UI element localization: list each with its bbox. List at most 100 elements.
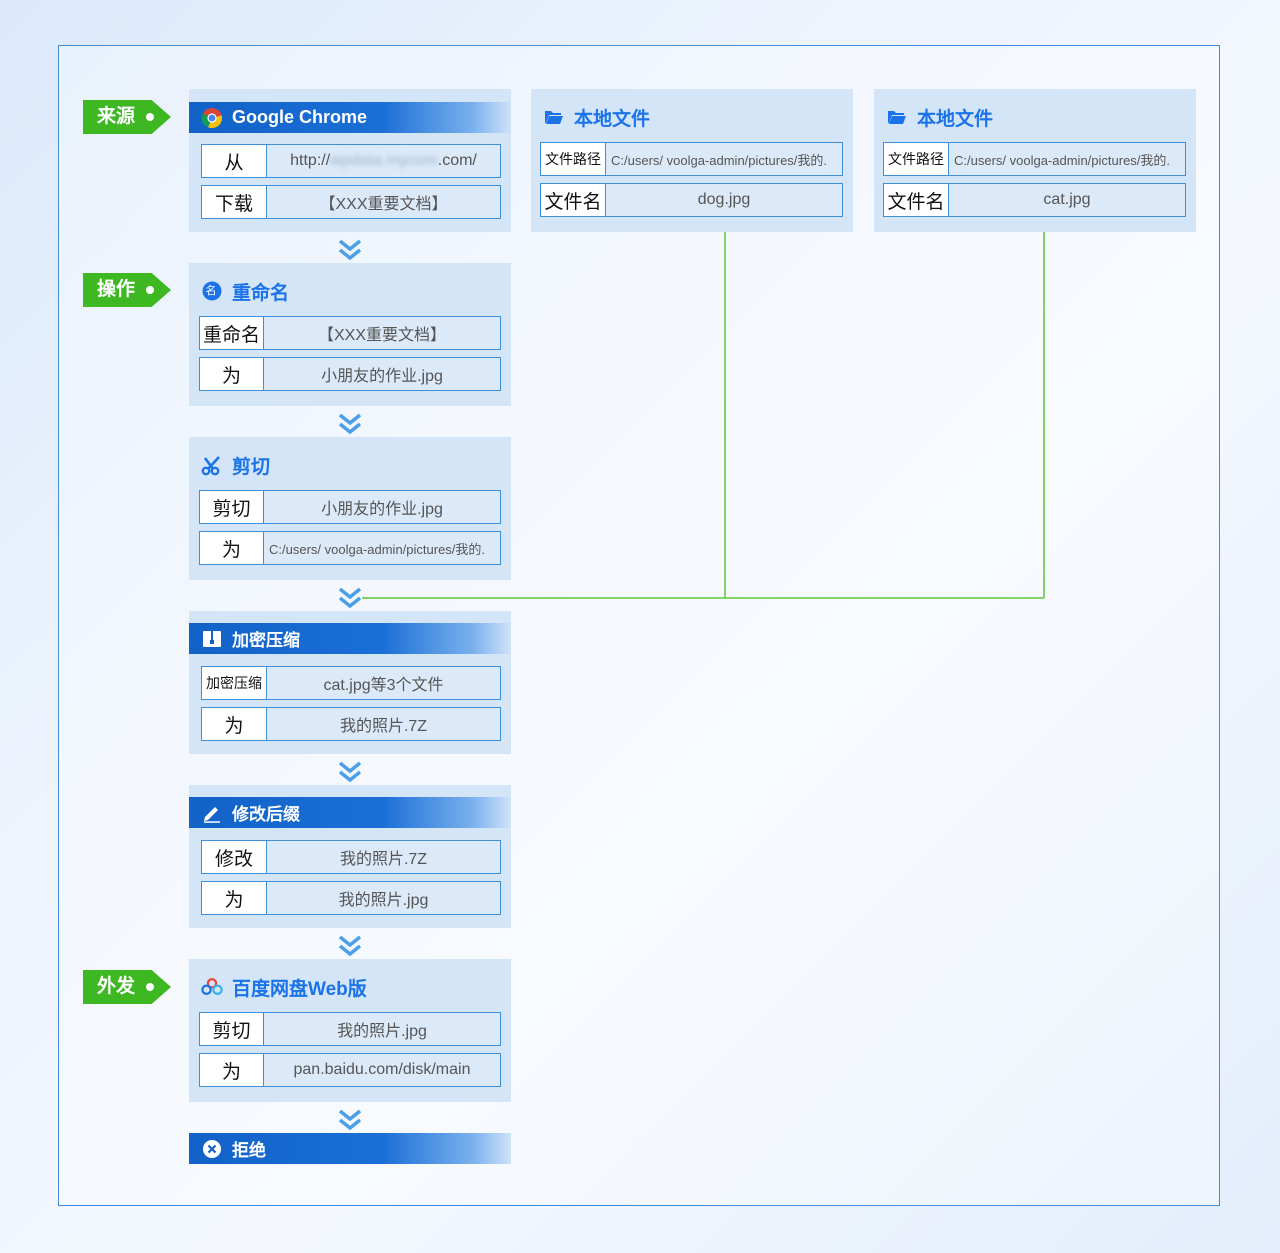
modify-label: 修改 bbox=[201, 840, 267, 874]
download-label: 下载 bbox=[201, 185, 267, 219]
cut-header: 剪切 bbox=[189, 449, 511, 481]
rename-to-value: 小朋友的作业.jpg bbox=[264, 357, 501, 391]
baidu-row-1: 剪切 我的照片.jpg bbox=[199, 1012, 501, 1046]
baidu-card: 百度网盘Web版 剪切 我的照片.jpg 为 pan.baidu.com/dis… bbox=[189, 959, 511, 1102]
rename-icon bbox=[201, 280, 223, 302]
path-label: 文件路径 bbox=[883, 142, 949, 176]
reject-header: 拒绝 bbox=[189, 1133, 511, 1164]
url-suffix: .com/ bbox=[437, 152, 477, 169]
rename-row-1: 重命名 【XXX重要文档】 bbox=[199, 316, 501, 350]
local1-name-row: 文件名 dog.jpg bbox=[540, 183, 843, 217]
suffix-card: 修改后缀 修改 我的照片.7Z 为 我的照片.jpg bbox=[189, 785, 511, 928]
encrypt-row-1: 加密压缩 cat.jpg等3个文件 bbox=[201, 666, 501, 700]
archive-icon bbox=[201, 628, 223, 650]
local-file-header-2: 本地文件 bbox=[874, 101, 1196, 133]
encrypt-header: 加密压缩 bbox=[189, 623, 511, 654]
chrome-download-row: 下载 【XXX重要文档】 bbox=[201, 185, 501, 219]
chrome-icon bbox=[201, 107, 223, 129]
encrypt-card: 加密压缩 加密压缩 cat.jpg等3个文件 为 我的照片.7Z bbox=[189, 611, 511, 754]
path-value: C:/users/ voolga-admin/pictures/我的. bbox=[949, 142, 1186, 176]
path-value: C:/users/ voolga-admin/pictures/我的. bbox=[606, 142, 843, 176]
suffix-row-2: 为 我的照片.jpg bbox=[201, 881, 501, 915]
local-file-card-1: 本地文件 文件路径 C:/users/ voolga-admin/picture… bbox=[531, 89, 853, 232]
rename-card: 重命名 重命名 【XXX重要文档】 为 小朋友的作业.jpg bbox=[189, 263, 511, 406]
encrypt-label: 加密压缩 bbox=[201, 666, 267, 700]
local-file-title-2: 本地文件 bbox=[917, 108, 994, 130]
chevron-down-icon bbox=[338, 1109, 362, 1131]
as-label: 为 bbox=[201, 707, 267, 741]
chrome-from-row: 从 http://wpdata.mycom.com/ bbox=[201, 144, 501, 178]
scissors-icon bbox=[201, 454, 223, 476]
path-label: 文件路径 bbox=[540, 142, 606, 176]
local1-path-row: 文件路径 C:/users/ voolga-admin/pictures/我的. bbox=[540, 142, 843, 176]
stage-exfil: 外发 bbox=[83, 970, 171, 1004]
chevron-down-icon bbox=[338, 761, 362, 783]
stage-source-label: 来源 bbox=[97, 106, 136, 127]
stage-dot bbox=[146, 113, 154, 121]
local2-name-row: 文件名 cat.jpg bbox=[883, 183, 1186, 217]
baidu-from-value: 我的照片.jpg bbox=[264, 1012, 501, 1046]
chevron-down-icon bbox=[338, 935, 362, 957]
rename-icon-glyph: 名 bbox=[205, 285, 217, 297]
suffix-row-1: 修改 我的照片.7Z bbox=[201, 840, 501, 874]
as-label: 为 bbox=[199, 1053, 264, 1087]
stage-source: 来源 bbox=[83, 100, 171, 134]
suffix-from-value: 我的照片.7Z bbox=[267, 840, 501, 874]
stage-operation: 操作 bbox=[83, 273, 171, 307]
cut-title: 剪切 bbox=[232, 456, 271, 478]
suffix-header: 修改后缀 bbox=[189, 797, 511, 828]
local2-path-row: 文件路径 C:/users/ voolga-admin/pictures/我的. bbox=[883, 142, 1186, 176]
chevron-down-icon bbox=[338, 239, 362, 261]
cut-from-value: 小朋友的作业.jpg bbox=[264, 490, 501, 524]
from-value: http://wpdata.mycom.com/ bbox=[267, 144, 501, 178]
stage-dot bbox=[146, 983, 154, 991]
as-label: 为 bbox=[199, 357, 264, 391]
encrypt-to-value: 我的照片.7Z bbox=[267, 707, 501, 741]
baidu-to-value: pan.baidu.com/disk/main bbox=[264, 1053, 501, 1087]
local-file-title-1: 本地文件 bbox=[574, 108, 651, 130]
encrypt-title: 加密压缩 bbox=[232, 631, 300, 650]
baidu-netdisk-icon bbox=[201, 976, 223, 998]
close-circle-icon bbox=[201, 1138, 223, 1160]
local-file-card-2: 本地文件 文件路径 C:/users/ voolga-admin/picture… bbox=[874, 89, 1196, 232]
chrome-card: Google Chrome 从 http://wpdata.mycom.com/… bbox=[189, 89, 511, 232]
stage-operation-label: 操作 bbox=[97, 279, 136, 300]
chevron-down-icon bbox=[338, 587, 362, 609]
baidu-header: 百度网盘Web版 bbox=[189, 971, 511, 1003]
chrome-title: Google Chrome bbox=[232, 107, 368, 127]
suffix-title: 修改后缀 bbox=[232, 805, 300, 824]
filename-label: 文件名 bbox=[540, 183, 606, 217]
stage-dot bbox=[146, 286, 154, 294]
download-value: 【XXX重要文档】 bbox=[267, 185, 501, 219]
as-label: 为 bbox=[201, 881, 267, 915]
edit-icon bbox=[201, 802, 223, 824]
url-prefix: http:// bbox=[290, 152, 331, 169]
url-blurred: wpdata.mycom bbox=[330, 152, 438, 169]
chevron-down-icon bbox=[338, 413, 362, 435]
baidu-row-2: 为 pan.baidu.com/disk/main bbox=[199, 1053, 501, 1087]
encrypt-row-2: 为 我的照片.7Z bbox=[201, 707, 501, 741]
cut-row-2: 为 C:/users/ voolga-admin/pictures/我的. bbox=[199, 531, 501, 565]
rename-header: 重命名 bbox=[189, 275, 511, 307]
suffix-to-value: 我的照片.jpg bbox=[267, 881, 501, 915]
reject-title: 拒绝 bbox=[232, 1141, 266, 1160]
rename-from-value: 【XXX重要文档】 bbox=[264, 316, 501, 350]
rename-row-2: 为 小朋友的作业.jpg bbox=[199, 357, 501, 391]
filename-label: 文件名 bbox=[883, 183, 949, 217]
filename-value: cat.jpg bbox=[949, 183, 1186, 217]
chrome-header: Google Chrome bbox=[189, 102, 511, 133]
rename-label: 重命名 bbox=[199, 316, 264, 350]
reject-card: 拒绝 bbox=[189, 1133, 511, 1164]
encrypt-from-value: cat.jpg等3个文件 bbox=[267, 666, 501, 700]
from-label: 从 bbox=[201, 144, 267, 178]
baidu-title: 百度网盘Web版 bbox=[232, 978, 367, 1000]
cut-card: 剪切 剪切 小朋友的作业.jpg 为 C:/users/ voolga-admi… bbox=[189, 437, 511, 580]
rename-title: 重命名 bbox=[232, 282, 290, 304]
cut-row-1: 剪切 小朋友的作业.jpg bbox=[199, 490, 501, 524]
as-label: 为 bbox=[199, 531, 264, 565]
stage-exfil-label: 外发 bbox=[97, 976, 136, 997]
cut-label: 剪切 bbox=[199, 1012, 264, 1046]
folder-icon bbox=[543, 106, 565, 128]
folder-icon bbox=[886, 106, 908, 128]
